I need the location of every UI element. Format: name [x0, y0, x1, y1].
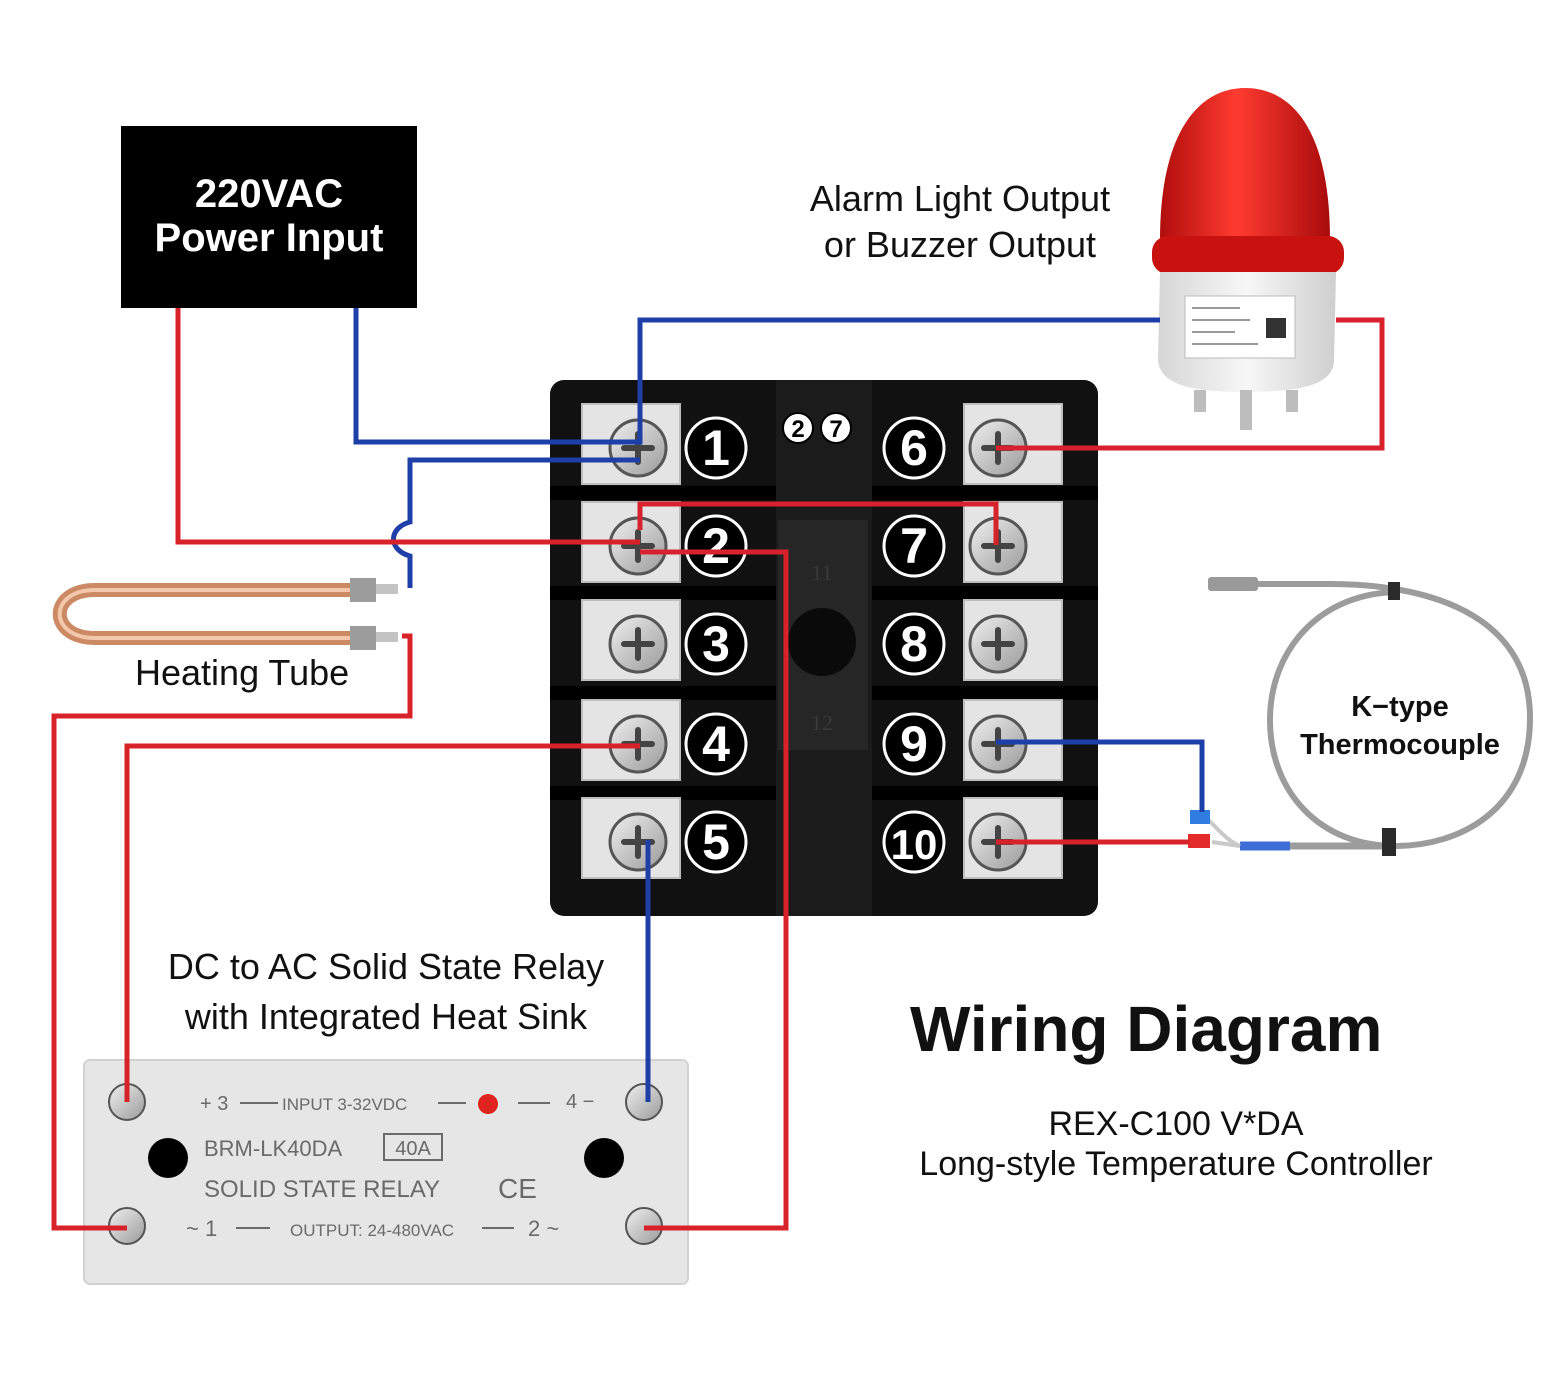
- terminal-number-6: 6: [900, 420, 928, 476]
- subtitle-description: Long-style Temperature Controller: [919, 1145, 1433, 1183]
- controller-center-hole: [788, 608, 856, 676]
- wire-t4-ssr-plus: [124, 743, 640, 1102]
- center-mark-2: [782, 412, 814, 444]
- terminal-number-9: 9: [900, 716, 928, 772]
- controller-housing: 11 12 2 7: [550, 380, 1098, 916]
- svg-text:2: 2: [791, 416, 804, 443]
- terminal-number-2: 2: [702, 518, 730, 574]
- ssr-line1: DC to AC Solid State Relay: [167, 946, 605, 987]
- ssr-input-text: INPUT 3-32VDC: [282, 1095, 407, 1114]
- wire-heater-ssr-out1: [51, 633, 413, 1231]
- ssr-rating: 40A: [395, 1138, 431, 1160]
- wire-t2-ssr-out2: [640, 549, 789, 1231]
- svg-text:7: 7: [829, 416, 842, 443]
- terminal-number-badge-10: [882, 810, 946, 874]
- ssr-name: SOLID STATE RELAY: [204, 1176, 440, 1203]
- heating-tube: [52, 578, 398, 650]
- power-line1: 220VAC: [194, 172, 344, 216]
- terminal-8: 8: [882, 599, 1063, 681]
- terminal-7: 7: [882, 501, 1063, 583]
- terminal-number-7: 7: [900, 518, 928, 574]
- terminal-number-badge-5: [684, 810, 748, 874]
- terminal-number-badge-2: [684, 514, 748, 578]
- diagram-title: Wiring Diagram: [910, 993, 1383, 1065]
- ssr-input-right: 4 −: [566, 1091, 594, 1113]
- ssr-indicator-led: [478, 1094, 498, 1114]
- ssr-line2: with Integrated Heat Sink: [184, 996, 588, 1037]
- power-line2: Power Input: [154, 216, 384, 260]
- center-label-12: 12: [811, 710, 833, 735]
- ssr-output-text: OUTPUT: 24-480VAC: [290, 1221, 454, 1240]
- alarm-lamp: [1152, 88, 1344, 430]
- ssr-model: BRM-LK40DA: [204, 1136, 342, 1161]
- wire-t2-t7-jumper: [637, 501, 999, 545]
- center-mark-7: [820, 412, 852, 444]
- terminal-number-10: 10: [891, 821, 938, 868]
- terminal-number-badge-9: [882, 712, 946, 776]
- solid-state-relay: + 3 INPUT 3-32VDC 4 − BRM-LK40DA 40A SOL…: [83, 1059, 689, 1285]
- terminal-number-4: 4: [702, 716, 730, 772]
- ssr-output-right: 2 ~: [528, 1216, 559, 1241]
- terminal-number-badge-6: [882, 416, 946, 480]
- alarm-line2: or Buzzer Output: [823, 224, 1097, 265]
- terminal-number-badge-4: [684, 712, 748, 776]
- alarm-label: Alarm Light Output or Buzzer Output: [795, 176, 1125, 268]
- power-input-box: 220VAC Power Input: [121, 126, 417, 308]
- wire-t9-thermocouple: [996, 739, 1205, 812]
- heating-tube-label: Heating Tube: [135, 652, 350, 693]
- wire-t1-heater: [391, 457, 640, 588]
- alarm-line1: Alarm Light Output: [809, 178, 1111, 219]
- diagram-subtitle: REX-C100 V*DA Long-style Temperature Con…: [880, 1104, 1472, 1184]
- terminal-number-1: 1: [702, 420, 730, 476]
- terminal-number-badge-1: [684, 416, 748, 480]
- thermocouple-probe: [1188, 577, 1534, 856]
- center-label-11: 11: [811, 560, 832, 585]
- terminal-number-5: 5: [702, 814, 730, 870]
- ssr-mount-hole-right: [584, 1138, 624, 1178]
- thermocouple-line2: Thermocouple: [1300, 729, 1500, 761]
- ssr-description: DC to AC Solid State Relay with Integrat…: [150, 942, 622, 1042]
- thermocouple-label: K−type Thermocouple: [1286, 688, 1514, 764]
- terminal-number-badge-7: [882, 514, 946, 578]
- subtitle-model: REX-C100 V*DA: [1048, 1105, 1304, 1143]
- terminal-5: 5: [581, 797, 748, 879]
- ssr-input-left: + 3: [200, 1093, 228, 1115]
- ssr-output-left: ~ 1: [186, 1216, 217, 1241]
- thermocouple-line1: K−type: [1351, 691, 1449, 723]
- wires: [51, 308, 1385, 1231]
- terminal-number-3: 3: [702, 616, 730, 672]
- wire-alarm-blue: [637, 317, 1160, 438]
- terminal-6: 6: [882, 403, 1063, 485]
- ssr-mount-hole-left: [148, 1138, 188, 1178]
- wire-power-red: [175, 308, 640, 545]
- terminal-number-badge-8: [882, 612, 946, 676]
- terminal-4: 4: [581, 699, 748, 781]
- wire-t6-alarm: [996, 317, 1385, 451]
- ssr-ce-mark: CE: [498, 1173, 537, 1204]
- terminal-3: 3: [581, 599, 748, 681]
- terminal-number-8: 8: [900, 616, 928, 672]
- terminal-number-badge-3: [684, 612, 748, 676]
